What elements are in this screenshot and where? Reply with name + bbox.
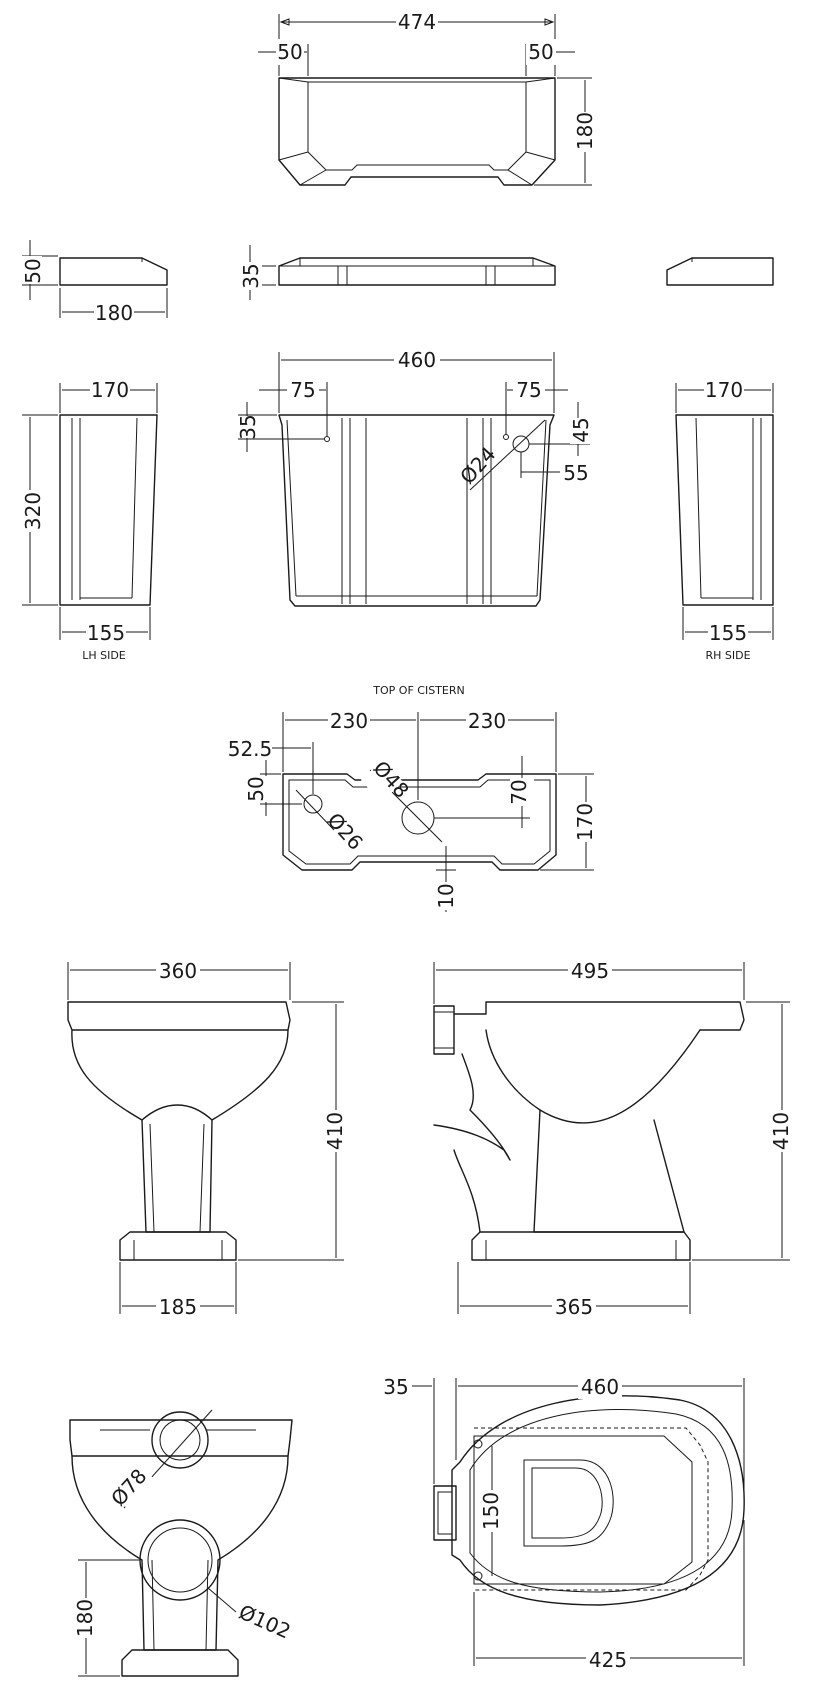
pan-side-view bbox=[433, 1001, 745, 1261]
pan-plan-base-length-label: 425 bbox=[589, 1648, 627, 1672]
lid-left-side-view bbox=[59, 257, 168, 286]
pan-rear-view bbox=[69, 1411, 293, 1677]
lid-right-inset-label: 50 bbox=[528, 40, 553, 64]
cistern-button-drop-label: 45 bbox=[569, 417, 593, 442]
cistern-top-depth-label: 170 bbox=[573, 803, 597, 841]
lid-depth-label: 180 bbox=[573, 112, 597, 150]
lid-top-view bbox=[278, 77, 556, 186]
top-of-cistern-caption: TOP OF CISTERN bbox=[372, 684, 464, 697]
cistern-right-side-view bbox=[675, 414, 774, 606]
cistern-lh-top-width-label: 170 bbox=[91, 378, 129, 402]
lid-front-height-label: 35 bbox=[239, 263, 263, 288]
pan-side-height-label: 410 bbox=[769, 1112, 793, 1150]
lid-right-side-view bbox=[666, 257, 774, 286]
pan-plan-length-label: 460 bbox=[581, 1375, 619, 1399]
pan-side-dimensions: 495 410 365 bbox=[433, 957, 794, 1319]
cistern-top-left-half-label: 230 bbox=[330, 709, 368, 733]
cistern-rh-bottom-width-label: 155 bbox=[709, 621, 747, 645]
lid-dimensions: 474 50 50 180 bbox=[258, 8, 598, 186]
lid-side-depth-label: 180 bbox=[95, 301, 133, 325]
cistern-left-side-view bbox=[59, 414, 158, 606]
cistern-top-small-hole-label: Ø26 bbox=[322, 808, 367, 855]
lid-left-inset-label: 50 bbox=[277, 40, 302, 64]
cistern-right-hole-offset-label: 75 bbox=[516, 378, 541, 402]
pan-plan-dimensions: 35 460 150 425 bbox=[380, 1373, 745, 1672]
cistern-side-dimensions: 170 170 320 155 155 LH SIDE RH SIDE bbox=[18, 377, 774, 662]
pan-front-width-label: 360 bbox=[159, 959, 197, 983]
cistern-button-offset-label: 55 bbox=[563, 461, 588, 485]
pan-plan-rear-offset-label: 35 bbox=[383, 1375, 408, 1399]
cistern-front-view bbox=[278, 414, 555, 607]
lid-side-height-label: 50 bbox=[21, 258, 45, 283]
cistern-height-label: 320 bbox=[21, 492, 45, 530]
cistern-top-lip-label: 10 bbox=[434, 883, 458, 908]
cistern-width-label: 460 bbox=[398, 348, 436, 372]
cistern-top-right-half-label: 230 bbox=[468, 709, 506, 733]
pan-front-height-label: 410 bbox=[323, 1112, 347, 1150]
cistern-rh-top-width-label: 170 bbox=[705, 378, 743, 402]
lid-front-view bbox=[278, 257, 556, 286]
cistern-top-hole-offset-label: 52.5 bbox=[228, 737, 273, 761]
cistern-button-diameter-label: Ø24 bbox=[455, 442, 500, 489]
cistern-left-hole-offset-label: 75 bbox=[290, 378, 315, 402]
lid-side-dimensions: 50 180 35 bbox=[18, 240, 276, 325]
pan-rear-dimensions: Ø78 Ø102 180 bbox=[73, 1409, 294, 1677]
rh-side-caption: RH SIDE bbox=[705, 649, 750, 662]
cistern-top-hole-depth-label: 50 bbox=[244, 776, 268, 801]
lh-side-caption: LH SIDE bbox=[82, 649, 126, 662]
pan-side-length-label: 495 bbox=[571, 959, 609, 983]
cistern-lh-bottom-width-label: 155 bbox=[87, 621, 125, 645]
lid-width-label: 474 bbox=[398, 10, 436, 34]
pan-front-dimensions: 360 410 185 bbox=[67, 957, 348, 1319]
pan-front-view bbox=[67, 1001, 291, 1261]
pan-rear-outlet-label: Ø102 bbox=[235, 1600, 294, 1644]
pan-rear-outlet-height-label: 180 bbox=[73, 1599, 97, 1637]
cistern-top-large-hole-depth-label: 70 bbox=[507, 779, 531, 804]
pan-front-foot-width-label: 185 bbox=[159, 1295, 197, 1319]
pan-plan-seat-fixing-label: 150 bbox=[479, 1492, 503, 1530]
cistern-hole-drop-label: 35 bbox=[236, 414, 260, 439]
pan-side-foot-length-label: 365 bbox=[555, 1295, 593, 1319]
